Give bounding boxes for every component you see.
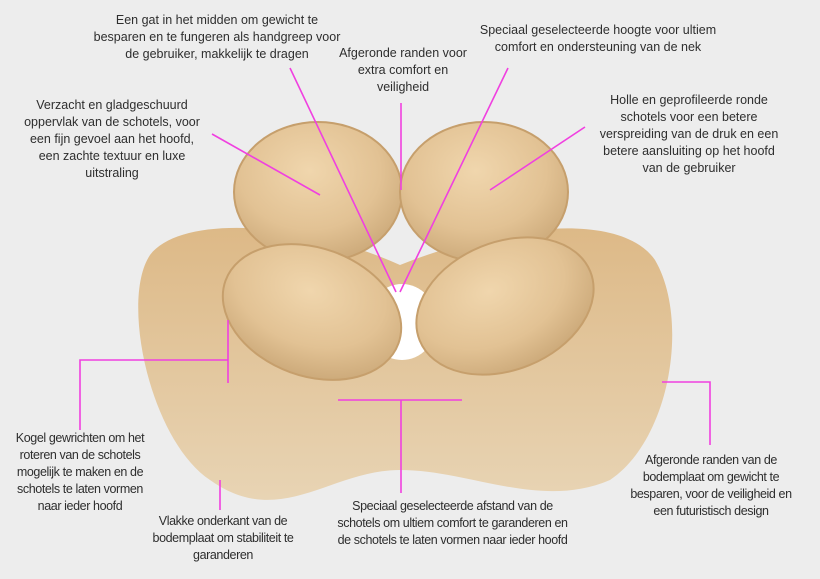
saucer-bottom-right [415, 236, 595, 376]
annotation-base-edges: Afgeronde randen van de bodemplaat om ge… [630, 453, 792, 518]
annotation-flat-bottom: Vlakke onderkant van de bodemplaat om st… [152, 514, 294, 562]
annotation-height: Speciaal geselecteerde hoogte voor ultie… [479, 23, 717, 54]
annotation-hollow-saucers: Holle en geprofileerde ronde schotels vo… [599, 93, 779, 175]
leader-holle [489, 126, 586, 191]
base-plate [138, 227, 673, 500]
annotation-smooth-surface: Verzacht en gladgeschuurd oppervlak van … [24, 98, 200, 180]
leader-verzacht [211, 133, 321, 196]
annotation-center-hole: Een gat in het midden om gewicht te besp… [93, 13, 341, 61]
saucer-top-left [233, 121, 403, 263]
annotation-ball-joints: Kogel gewrichten om het roteren van de s… [15, 431, 145, 513]
leader-bodemplaat [662, 381, 711, 445]
leader-kogel [79, 359, 228, 430]
leader-hoogte [399, 67, 509, 293]
annotation-saucer-distance: Speciaal geselecteerde afstand van de sc… [337, 499, 568, 547]
leader-gat [289, 67, 397, 293]
leader-lines [79, 67, 711, 510]
saucer-bottom-left [221, 243, 403, 381]
annotation-rounded-edges: Afgeronde randen voor extra comfort en v… [339, 46, 467, 94]
